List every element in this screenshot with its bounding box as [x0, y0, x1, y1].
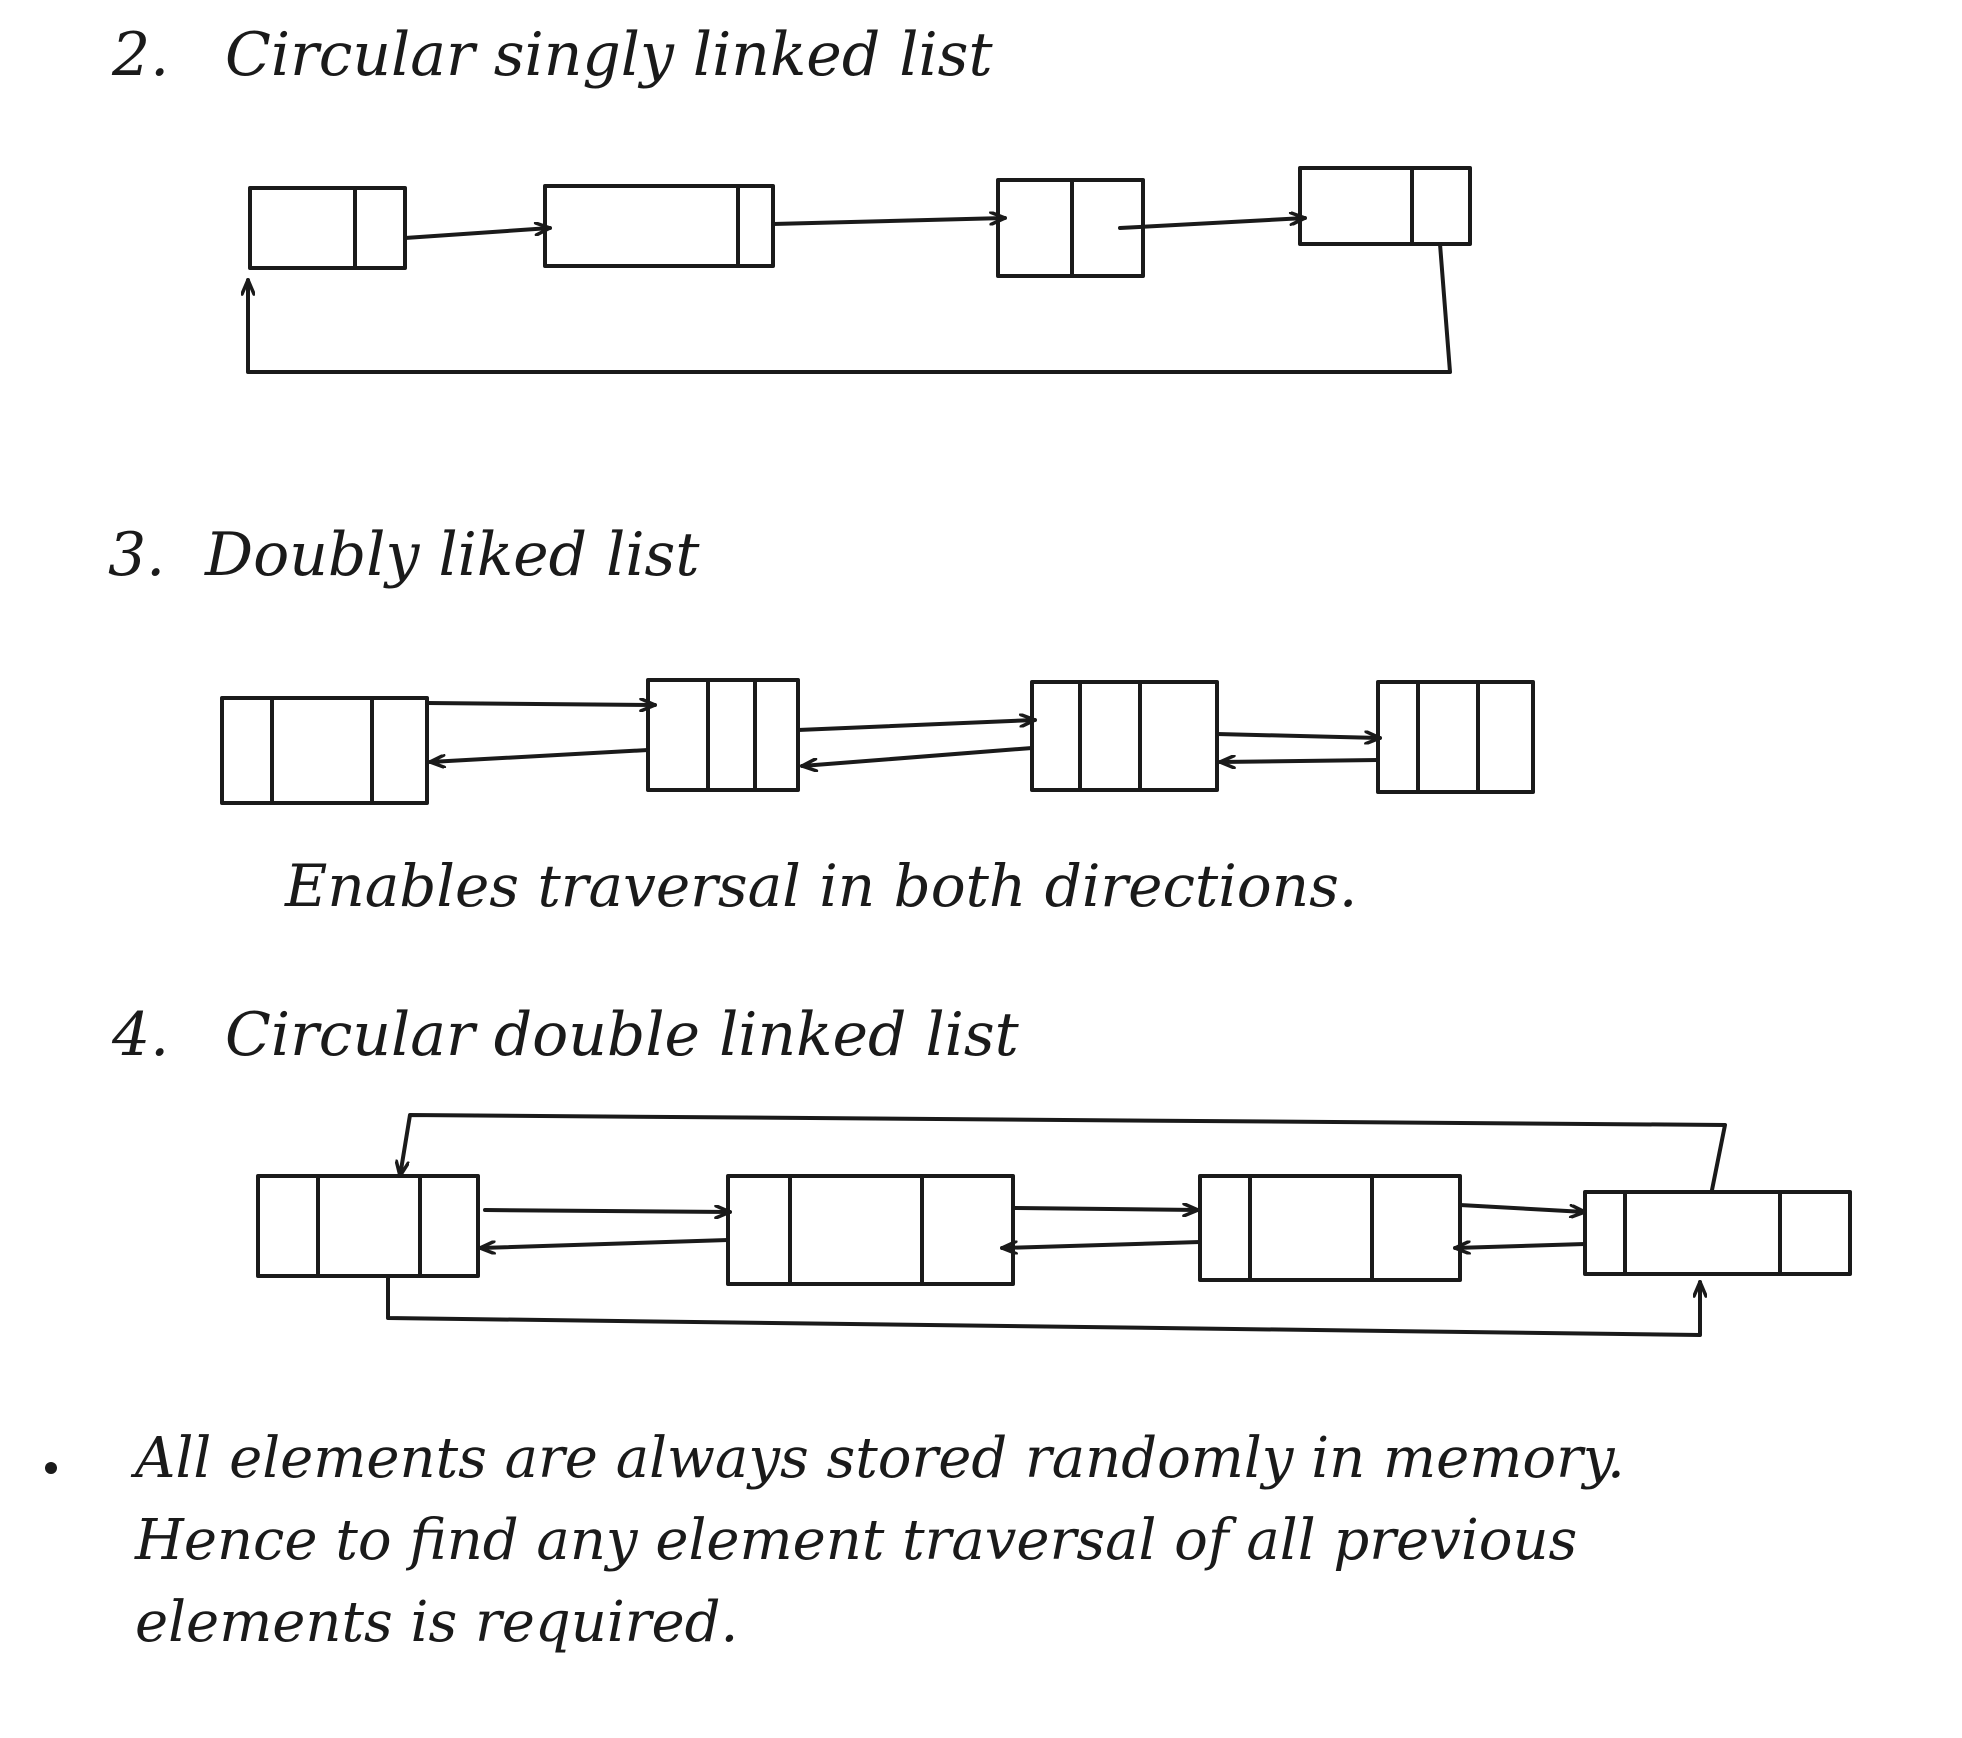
cdl-top-return-link [400, 1113, 1727, 1192]
section-3-title: Doubly liked list [205, 520, 700, 590]
cs-node-1 [248, 186, 407, 270]
section-3-number: 3. [108, 520, 166, 590]
section-4-number: 4. [112, 1000, 170, 1070]
cdl-forward-2-3 [1011, 1208, 1200, 1210]
cdl-back-4-3 [1453, 1244, 1587, 1248]
cdl-forward-3-4 [1458, 1203, 1587, 1212]
section-2-title: Circular singly linked list [225, 20, 993, 90]
cdl-node-3 [1198, 1174, 1462, 1282]
circular-doubly-list-diagram [256, 1113, 1852, 1337]
bullet-line-1: All elements are always stored randomly … [135, 1426, 1625, 1491]
section-2-number: 2. [112, 20, 170, 90]
doubly-list-diagram [220, 678, 1535, 805]
cdl-forward-1-2 [483, 1210, 732, 1212]
section-3-note: Enables traversal in both directions. [285, 852, 1358, 920]
cdl-back-2-1 [478, 1238, 730, 1248]
bullet-line-2: Hence to find any element traversal of a… [135, 1508, 1578, 1573]
bullet-line-3: elements is required. [135, 1590, 739, 1655]
dl-node-3 [1030, 680, 1219, 792]
cdl-bottom-return-link [386, 1274, 1700, 1337]
dl-node-1 [220, 696, 429, 805]
dl-forward-2-3 [796, 720, 1037, 732]
section-4-title: Circular double linked list [225, 1000, 1019, 1070]
dl-back-4-3 [1218, 760, 1380, 762]
cs-return-link [248, 242, 1452, 374]
cdl-back-3-2 [1000, 1240, 1202, 1248]
circular-singly-list-diagram [248, 166, 1472, 374]
cs-node-2 [543, 184, 775, 268]
dl-back-3-2 [800, 746, 1034, 766]
cdl-node-2 [726, 1174, 1015, 1286]
cdl-node-1 [256, 1174, 480, 1278]
dl-forward-3-4 [1215, 734, 1382, 738]
cs-arrow-1-2 [403, 228, 552, 240]
dl-node-4 [1376, 680, 1535, 794]
cs-arrow-3-4 [1118, 218, 1307, 230]
dl-forward-1-2 [425, 703, 657, 705]
bullet-marker [45, 1462, 57, 1474]
dl-node-2 [646, 678, 800, 792]
cs-arrow-2-3 [771, 218, 1007, 226]
cdl-node-4 [1583, 1190, 1852, 1276]
dl-back-2-1 [428, 748, 650, 762]
cs-node-4 [1298, 166, 1472, 246]
